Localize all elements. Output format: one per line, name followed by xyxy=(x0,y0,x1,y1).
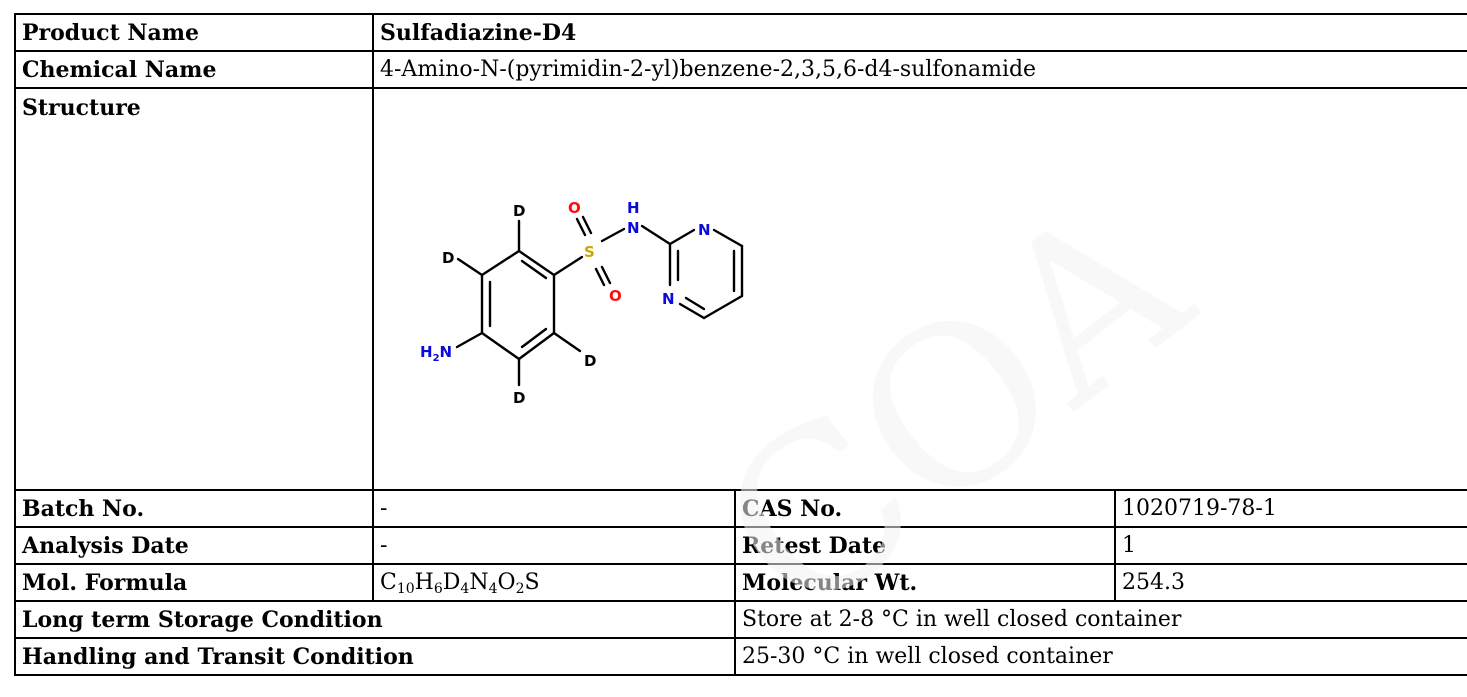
chemical-name-label: Chemical Name xyxy=(14,50,374,89)
molecular-wt-label: Molecular Wt. xyxy=(734,563,1116,602)
row-batch: Batch No. - CAS No. 1020719-78-1 xyxy=(14,489,1467,528)
atom-s: S xyxy=(584,243,595,261)
row-dates: Analysis Date - Retest Date 1 xyxy=(14,526,1467,565)
formula-s: S xyxy=(524,569,540,595)
atom-n-h: N xyxy=(627,219,640,237)
atom-d-bottom: D xyxy=(513,389,525,407)
mol-formula-value: C10H6D4N4O2S xyxy=(372,563,736,602)
product-name-value: Sulfadiazine-D4 xyxy=(372,13,1467,52)
cas-no-label: CAS No. xyxy=(734,489,1116,528)
formula-o: O xyxy=(497,569,516,595)
atom-o-top: O xyxy=(568,199,581,217)
atom-o-bottom: O xyxy=(609,287,622,305)
atom-labels: D D D D O O S H N N N H2N xyxy=(420,199,711,407)
row-handling: Handling and Transit Condition 25-30 °C … xyxy=(14,637,1467,676)
coa-document: Product Name Sulfadiazine-D4 Chemical Na… xyxy=(14,13,1467,676)
analysis-date-label: Analysis Date xyxy=(14,526,374,565)
analysis-date-value: - xyxy=(372,526,736,565)
row-structure: Structure xyxy=(14,87,1467,491)
formula-n-count: 4 xyxy=(488,580,498,597)
chemical-name-value: 4-Amino-N-(pyrimidin-2-yl)benzene-2,3,5,… xyxy=(372,50,1467,89)
atom-n-ring-bottom: N xyxy=(662,290,675,308)
handling-transit-label: Handling and Transit Condition xyxy=(14,637,736,676)
formula-n: N xyxy=(469,569,489,595)
formula-c-count: 10 xyxy=(396,580,415,597)
row-storage: Long term Storage Condition Store at 2-8… xyxy=(14,600,1467,639)
atom-nh2: H2N xyxy=(420,343,452,364)
retest-date-label: Retest Date xyxy=(734,526,1116,565)
structure-label: Structure xyxy=(14,87,374,491)
formula-d: D xyxy=(442,569,461,595)
mol-formula-label: Mol. Formula xyxy=(14,563,374,602)
formula-h: H xyxy=(414,569,434,595)
atom-d-left: D xyxy=(442,249,454,267)
long-term-storage-label: Long term Storage Condition xyxy=(14,600,736,639)
row-formula: Mol. Formula C10H6D4N4O2S Molecular Wt. … xyxy=(14,563,1467,602)
cas-no-value: 1020719-78-1 xyxy=(1114,489,1467,528)
bond-lines xyxy=(455,215,744,387)
atom-d-top: D xyxy=(513,202,525,220)
molecular-wt-value: 254.3 xyxy=(1114,563,1467,602)
atom-h: H xyxy=(627,199,640,217)
batch-no-value: - xyxy=(372,489,736,528)
row-product-name: Product Name Sulfadiazine-D4 xyxy=(14,13,1467,52)
atom-d-right: D xyxy=(584,352,596,370)
product-name-label: Product Name xyxy=(14,13,374,52)
coa-table: Product Name Sulfadiazine-D4 Chemical Na… xyxy=(14,13,1467,676)
long-term-storage-value: Store at 2-8 °C in well closed container xyxy=(734,600,1467,639)
formula-d-count: 4 xyxy=(460,580,470,597)
retest-date-value: 1 xyxy=(1114,526,1467,565)
formula-o-count: 2 xyxy=(515,580,525,597)
handling-transit-value: 25-30 °C in well closed container xyxy=(734,637,1467,676)
atom-n-ring-top: N xyxy=(698,221,711,239)
structure-cell: D D D D O O S H N N N H2N xyxy=(372,87,1467,491)
formula-c: C xyxy=(380,569,397,595)
structure-image: D D D D O O S H N N N H2N xyxy=(420,199,744,407)
formula-h-count: 6 xyxy=(433,580,443,597)
batch-no-label: Batch No. xyxy=(14,489,374,528)
row-chemical-name: Chemical Name 4-Amino-N-(pyrimidin-2-yl)… xyxy=(14,50,1467,89)
